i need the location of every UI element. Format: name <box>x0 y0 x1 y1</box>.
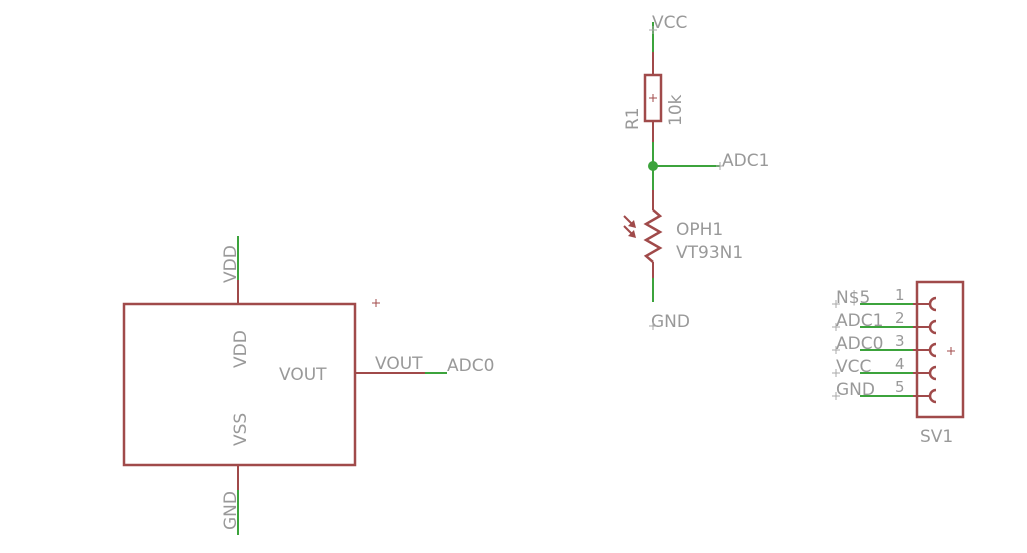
sv1-pin1-number: 1 <box>895 286 905 304</box>
sensor-component[interactable]: VDD VDD VSS VOUT VOUT ADC0 GND <box>122 236 494 535</box>
sensor-body <box>122 302 357 467</box>
light-arrows-icon <box>623 215 636 238</box>
oph1-value-label: VT93N1 <box>676 243 743 263</box>
sv1-connector[interactable]: N$5 ADC1 ADC0 VCC GND 1 2 3 4 5 SV1 <box>832 280 965 447</box>
sensor-pin-vss-label: VSS <box>231 413 251 446</box>
sensor-adc0-net-label: ADC0 <box>447 356 494 376</box>
sensor-gnd-net-label: GND <box>221 491 241 530</box>
sv1-pin4-number: 4 <box>895 355 905 373</box>
vcc-net-label: VCC <box>652 13 687 33</box>
sensor-pin-vdd-label: VDD <box>231 330 251 368</box>
sv1-pin5-net-label: GND <box>836 380 875 400</box>
sv1-name-label: SV1 <box>920 427 953 447</box>
sv1-pin3-number: 3 <box>895 332 905 350</box>
sv1-pin1-net-label: N$5 <box>836 288 870 308</box>
sensor-vdd-net-label: VDD <box>221 245 241 283</box>
sv1-pin2-number: 2 <box>895 309 905 327</box>
divider-circuit[interactable]: VCC R1 10k ADC1 OPH1 VT93N1 GND <box>623 13 769 332</box>
sv1-pin2-net-label: ADC1 <box>836 311 883 331</box>
r1-value-label: 10k <box>666 94 686 126</box>
adc1-net-label: ADC1 <box>722 151 769 171</box>
sv1-pin4-net-label: VCC <box>836 357 871 377</box>
sensor-vout-pin-label: VOUT <box>375 354 423 374</box>
sensor-pin-vout-label: VOUT <box>279 365 327 385</box>
oph1-zigzag <box>643 209 663 263</box>
oph1-gnd-net-label: GND <box>651 312 690 332</box>
sv1-pin3-net-label: ADC0 <box>836 334 883 354</box>
oph1-name-label: OPH1 <box>676 220 723 240</box>
r1-name-label: R1 <box>623 107 643 130</box>
sv1-pin5-number: 5 <box>895 378 905 396</box>
